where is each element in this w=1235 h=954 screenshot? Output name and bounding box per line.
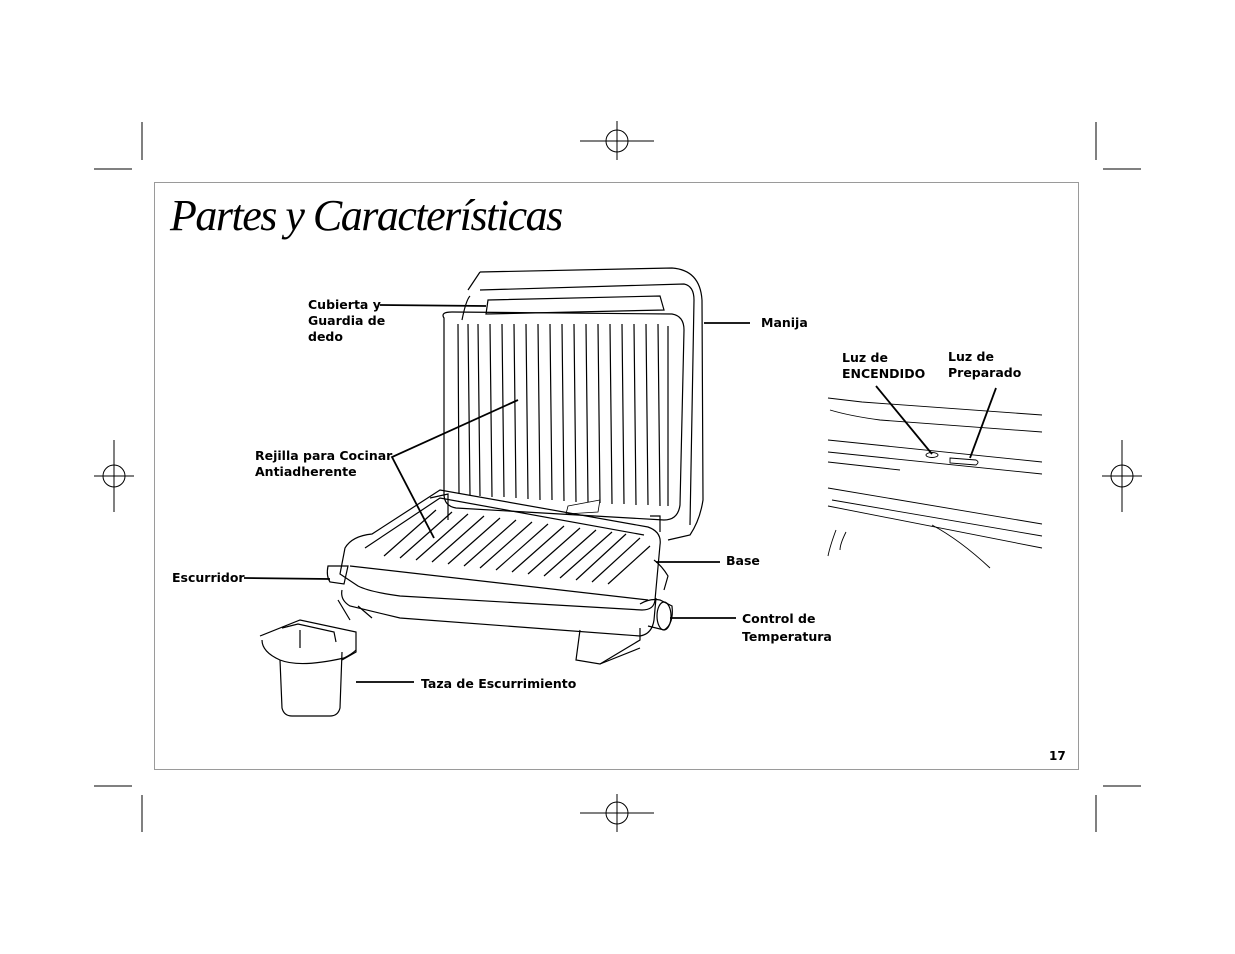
page-number: 17 bbox=[1049, 749, 1066, 763]
registration-marks bbox=[94, 121, 1142, 832]
leader-power-light bbox=[875, 385, 933, 455]
label-power-light: Luz de ENCENDIDO bbox=[842, 350, 926, 381]
grill-lid bbox=[442, 267, 704, 541]
page-title: Partes y Características bbox=[170, 191, 563, 240]
leader-lines bbox=[243, 304, 997, 683]
label-cover: Cubierta y Guardia de dedo bbox=[308, 297, 386, 344]
label-ready-light: Luz de Preparado bbox=[948, 349, 1022, 380]
lower-grill bbox=[326, 489, 673, 665]
page-frame bbox=[154, 182, 1079, 770]
label-temp-control: Control de Temperatura bbox=[742, 611, 832, 644]
label-grid: Rejilla para Cocinar Antiadherente bbox=[255, 448, 393, 479]
label-base: Base bbox=[726, 553, 760, 568]
drip-cup-drawing bbox=[259, 619, 357, 717]
lower-grill-ribs bbox=[383, 509, 651, 585]
inset-detail bbox=[827, 397, 1043, 569]
leader-grid bbox=[390, 399, 519, 539]
upper-grill-ribs bbox=[457, 323, 669, 507]
crop-marks bbox=[94, 122, 1141, 832]
label-drip-cup: Taza de Escurrimiento bbox=[421, 676, 577, 691]
leader-drip-tray bbox=[243, 577, 331, 580]
leader-ready-light bbox=[969, 387, 997, 459]
label-drip-tray: Escurridor bbox=[172, 570, 245, 585]
leader-cover bbox=[379, 304, 487, 307]
label-handle: Manija bbox=[761, 315, 808, 330]
